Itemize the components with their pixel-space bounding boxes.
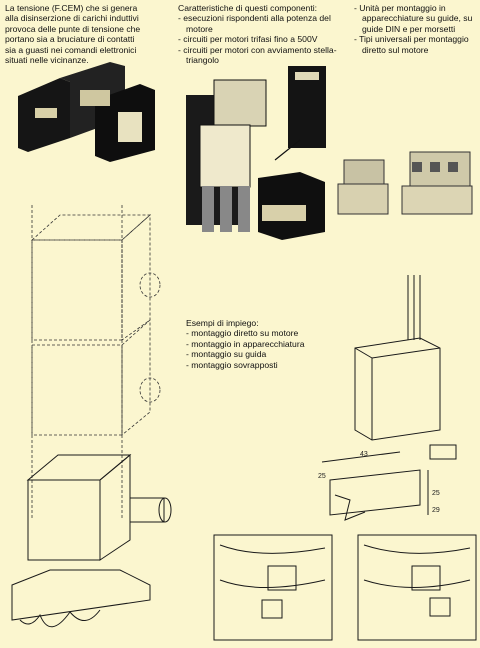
usage-item: - montaggio sovrapposti	[186, 359, 278, 370]
intro-line: sia a guasti nei comandi elettronici	[5, 44, 137, 55]
suppressor-modules-photo	[18, 62, 155, 162]
contactor-photo	[186, 66, 326, 240]
usage-section: Esempi di impiego: - montaggio diretto s…	[186, 318, 346, 370]
intro-line: provoca delle punte di tensione che	[5, 23, 141, 34]
detail-inset-right	[357, 534, 477, 641]
dimension-depth: 25	[318, 473, 326, 480]
feature-item: - esecuzioni rispondenti alla potenza de…	[178, 13, 331, 34]
usage-item: - montaggio in apparecchiatura	[186, 338, 305, 349]
intro-line: portano sia a bruciature di contatti	[5, 34, 135, 45]
usage-list: - montaggio diretto su motore - montaggi…	[186, 328, 346, 370]
feature-item: - circuiti per motori trifasi fino a 500…	[178, 34, 318, 45]
intro-line: situati nelle vicinanze.	[5, 55, 89, 66]
intro-text: La tensione (F.CEM) che si genera alla d…	[5, 3, 175, 65]
intro-line: alla disinserzione di carichi induttivi	[5, 13, 139, 24]
dimension-h1: 25	[432, 490, 440, 497]
features-section: Caratteristiche di questi componenti: - …	[178, 3, 348, 65]
mounting-item: - Unità per montaggio in apparecchiature…	[354, 3, 473, 34]
usage-item: - montaggio diretto su motore	[186, 328, 299, 339]
features-heading: Caratteristiche di questi componenti:	[178, 3, 318, 13]
dimension-h2: 29	[432, 507, 440, 514]
usage-heading: Esempi di impiego:	[186, 318, 259, 328]
stacked-mounting-sketch	[11, 205, 172, 628]
usage-item: - montaggio su guida	[186, 349, 267, 360]
mounting-list: - Unità per montaggio in apparecchiature…	[354, 3, 478, 55]
intro-line: La tensione (F.CEM) che si genera	[5, 3, 138, 13]
dimension-width: 43	[360, 451, 368, 458]
detail-inset-left	[213, 534, 333, 641]
mounting-section: - Unità per montaggio in apparecchiature…	[354, 3, 478, 55]
feature-item: - circuiti per motori con avviamento ste…	[178, 44, 337, 66]
mounting-item: - Tipi universali per montaggio diretto …	[354, 34, 469, 55]
rail-mounting-sketch: 43 25 25 29	[318, 275, 457, 521]
rail-modules-photo	[337, 151, 473, 215]
features-list: - esecuzioni rispondenti alla potenza de…	[178, 13, 348, 65]
